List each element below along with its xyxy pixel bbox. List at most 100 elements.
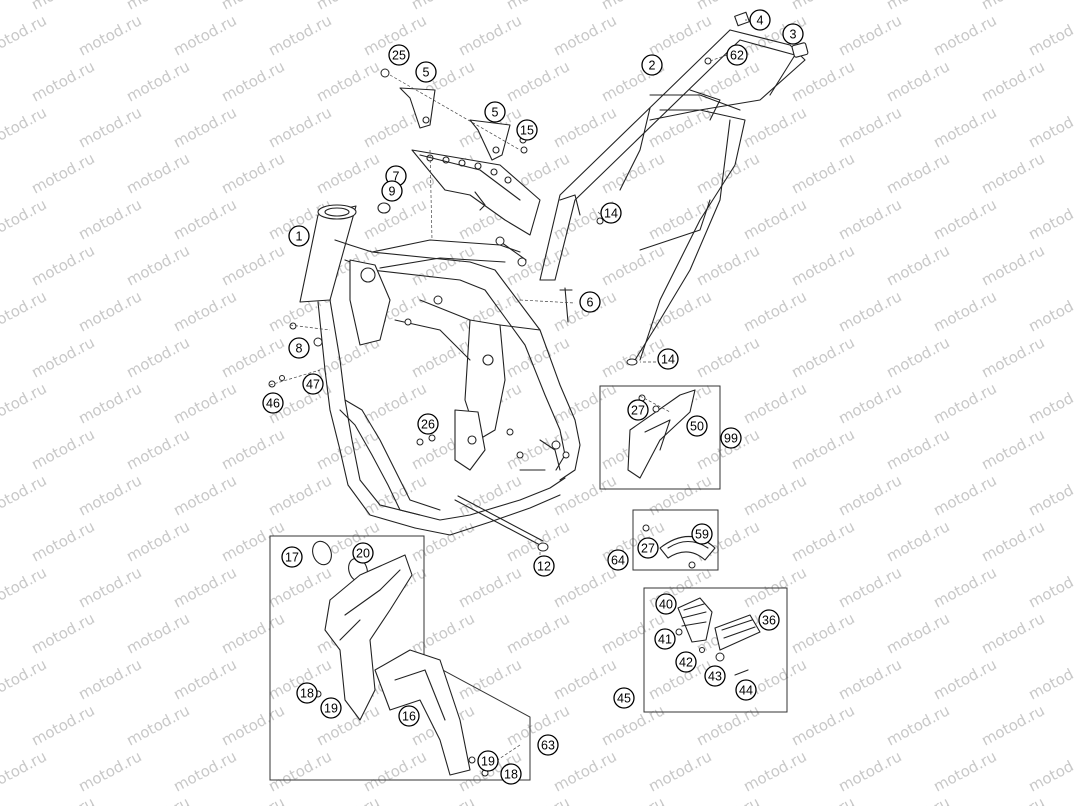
watermark-text: motod.ru bbox=[1025, 563, 1074, 611]
callout-circle bbox=[655, 593, 677, 615]
watermark-text: motod.ru bbox=[0, 425, 3, 473]
callout-c45: 45 bbox=[613, 687, 635, 709]
callout-circle bbox=[637, 537, 659, 559]
callout-c8: 8 bbox=[288, 337, 310, 359]
callout-number: 12 bbox=[537, 560, 551, 574]
engine-mount-bracket bbox=[411, 149, 541, 267]
watermark-text: motod.ru bbox=[503, 333, 572, 381]
callout-circle bbox=[726, 44, 748, 66]
callout-c16: 16 bbox=[398, 705, 420, 727]
callout-c44: 44 bbox=[735, 679, 757, 701]
callout-c62: 62 bbox=[726, 44, 748, 66]
watermark-text: motod.ru bbox=[0, 793, 3, 806]
callout-circle bbox=[691, 523, 713, 545]
watermark-text: motod.ru bbox=[123, 701, 192, 749]
watermark-text: motod.ru bbox=[313, 149, 382, 197]
watermark-text: motod.ru bbox=[0, 0, 3, 14]
watermark-text: motod.ru bbox=[1025, 195, 1074, 243]
watermark-text: motod.ru bbox=[978, 57, 1047, 105]
callout-circle bbox=[758, 609, 780, 631]
watermark-text: motod.ru bbox=[0, 287, 50, 335]
watermark-text: motod.ru bbox=[265, 11, 334, 59]
watermark-text: motod.ru bbox=[0, 379, 50, 427]
watermark-text: motod.ru bbox=[0, 11, 50, 59]
watermark-text: motod.ru bbox=[930, 563, 999, 611]
watermark-text: motod.ru bbox=[835, 103, 904, 151]
watermark-text: motod.ru bbox=[645, 471, 714, 519]
callout-number: 17 bbox=[285, 551, 299, 565]
watermark-text: motod.ru bbox=[123, 425, 192, 473]
callout-circle bbox=[417, 413, 439, 435]
callout-circle bbox=[288, 337, 310, 359]
callout-circle bbox=[782, 23, 804, 45]
watermark-text: motod.ru bbox=[788, 333, 857, 381]
callout-circle bbox=[415, 61, 437, 83]
callout-number: 63 bbox=[541, 739, 555, 753]
watermark-text: motod.ru bbox=[788, 425, 857, 473]
callout-c41: 41 bbox=[654, 628, 676, 650]
watermark-text: motod.ru bbox=[503, 241, 572, 289]
frame-plug bbox=[377, 202, 391, 214]
watermark-text: motod.ru bbox=[313, 57, 382, 105]
callout-number: 19 bbox=[324, 702, 338, 716]
watermark-text: motod.ru bbox=[740, 287, 809, 335]
callout-circle bbox=[537, 734, 559, 756]
watermark-text: motod.ru bbox=[0, 747, 50, 795]
callout-c40: 40 bbox=[655, 593, 677, 615]
watermark-text: motod.ru bbox=[408, 609, 477, 657]
callout-circle bbox=[600, 202, 622, 224]
callout-c42: 42 bbox=[675, 651, 697, 673]
watermark-text: motod.ru bbox=[740, 379, 809, 427]
watermark-text: motod.ru bbox=[1025, 471, 1074, 519]
watermark-text: motod.ru bbox=[313, 793, 382, 806]
watermark-text: motod.ru bbox=[883, 701, 952, 749]
watermark-text: motod.ru bbox=[550, 655, 619, 703]
callout-c19b: 19 bbox=[477, 750, 499, 772]
callout-c2: 2 bbox=[641, 54, 663, 76]
callout-number: 47 bbox=[306, 378, 320, 392]
callout-number: 99 bbox=[724, 432, 738, 446]
watermark-text: motod.ru bbox=[550, 103, 619, 151]
steering-head-tube bbox=[299, 204, 357, 303]
watermark-text: motod.ru bbox=[930, 747, 999, 795]
watermark-text: motod.ru bbox=[0, 517, 3, 565]
callout-c63: 63 bbox=[537, 734, 559, 756]
callout-circle bbox=[749, 9, 771, 31]
watermark-text: motod.ru bbox=[75, 103, 144, 151]
callout-number: 27 bbox=[631, 404, 645, 418]
watermark-text: motod.ru bbox=[883, 333, 952, 381]
callout-c1: 1 bbox=[288, 225, 310, 247]
callout-c43: 43 bbox=[704, 665, 726, 687]
callout-circle bbox=[627, 399, 649, 421]
watermark-text: motod.ru bbox=[0, 563, 50, 611]
watermark-text: motod.ru bbox=[788, 701, 857, 749]
callout-c36: 36 bbox=[758, 609, 780, 631]
callout-c18b: 18 bbox=[500, 763, 522, 785]
watermark-text: motod.ru bbox=[218, 425, 287, 473]
callout-c5a: 5 bbox=[415, 61, 437, 83]
watermark-text: motod.ru bbox=[75, 747, 144, 795]
callout-circle bbox=[720, 427, 742, 449]
callout-number: 25 bbox=[392, 49, 406, 63]
watermark-text: motod.ru bbox=[170, 103, 239, 151]
callout-circle bbox=[477, 750, 499, 772]
watermark-text: motod.ru bbox=[75, 11, 144, 59]
watermark-text: motod.ru bbox=[835, 11, 904, 59]
callout-c9: 9 bbox=[381, 180, 403, 202]
callout-c25: 25 bbox=[388, 44, 410, 66]
box-frame-protector-kit bbox=[269, 535, 531, 781]
engine-mount-plates bbox=[380, 68, 528, 161]
callout-c18a: 18 bbox=[296, 682, 318, 704]
watermark-text: motod.ru bbox=[28, 793, 97, 806]
box-footpeg-kit bbox=[643, 587, 788, 713]
watermark-text: motod.ru bbox=[883, 609, 952, 657]
callout-circle bbox=[381, 180, 403, 202]
watermark-text: motod.ru bbox=[0, 609, 3, 657]
watermark-text: motod.ru bbox=[693, 701, 762, 749]
watermark-text: motod.ru bbox=[28, 57, 97, 105]
watermark-text: motod.ru bbox=[265, 563, 334, 611]
callout-circle bbox=[704, 665, 726, 687]
watermark-text: motod.ru bbox=[170, 655, 239, 703]
callout-circle bbox=[607, 549, 629, 571]
watermark-text: motod.ru bbox=[170, 471, 239, 519]
